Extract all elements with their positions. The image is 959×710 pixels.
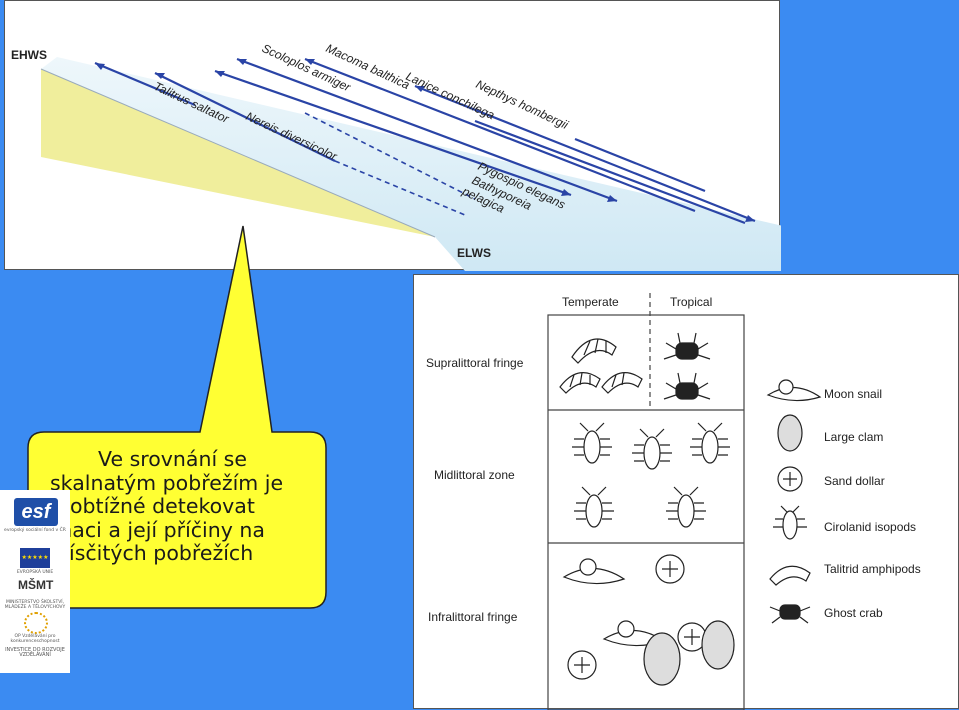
range-scoloplos [214,69,572,197]
legend-ghost-crab: Ghost crab [824,606,883,620]
large-clam-icon [701,620,735,670]
range-nereis [154,72,336,162]
cirolanid-isopod-icon [666,486,706,528]
legend-sand-dollar: Sand dollar [824,474,885,488]
large-clam-icon [777,414,803,452]
range-nepthys [414,84,756,223]
zonation-diagram: Temperate Tropical Supralittoral fringe … [413,274,959,710]
talitrid-amphipod-icon [571,338,617,364]
beach-profile-svg: EHWS ELWS Talitrus saltator Nereis diver… [11,41,781,271]
ghost-crab-icon [663,372,711,400]
msmt-logo: MŠMT [18,578,54,592]
callout-line: skalnatým pobřežím je [50,470,284,495]
callout-line: písčitých pobřežích [56,541,254,565]
zone-infralittoral: Infralittoral fringe [428,610,518,624]
callout-text: Ve srovnání se skalnatým pobřežím je obt… [30,448,330,598]
moon-snail-icon [562,558,626,585]
range-talitrus [94,61,196,107]
cirolanid-isopod-icon [632,428,672,470]
elws-label: ELWS [457,246,491,260]
ehws-label: EHWS [11,48,47,62]
callout-line: Ve srovnání se [98,448,247,471]
label-lanice: Lanice conchilega [404,69,497,122]
beach-profile-diagram: EHWS ELWS Talitrus saltator Nereis diver… [4,0,781,271]
ghost-crab-icon [663,332,711,360]
talitrid-amphipod-icon [601,372,643,394]
sand-dollar-icon [567,650,597,680]
ghost-crab-icon [769,604,811,624]
large-clam-icon [643,632,681,686]
moon-snail-icon [766,379,822,402]
range-lanice [304,57,696,213]
op-caption: OP Vzdělávání pro konkurenceschopnost [10,634,60,644]
esf-logo: esf [14,498,58,526]
legend-talitrid-amphipods: Talitrid amphipods [824,562,921,576]
sand-dollar-icon [677,622,707,652]
range-dashed-1 [334,160,466,216]
talitrid-amphipod-icon [769,565,811,586]
op-logo-icon [24,612,48,634]
esf-caption: evropský sociální fond v ČR [4,528,66,533]
zone-midlittoral: Midlittoral zone [434,468,515,482]
msmt-caption: MINISTERSTVO ŠKOLSTVÍ, MLÁDEŽE A TĚLOVÝC… [4,600,66,610]
cirolanid-isopod-icon [574,486,614,528]
talitrid-amphipod-icon [559,372,601,394]
column-tropical: Tropical [670,295,712,309]
range-dashed-2 [304,112,476,200]
cirolanid-isopod-icon [773,505,807,540]
sand-dollar-icon [655,554,685,584]
label-nepthys: Nepthys hombergii [474,77,571,132]
callout-line: obtížné detekovat [70,494,255,518]
eu-caption: EVROPSKÁ UNIE [16,570,54,575]
investice-caption: INVESTICE DO ROZVOJE VZDĚLÁVÁNÍ [5,647,65,658]
cirolanid-isopod-icon [572,422,612,464]
legend-moon-snail: Moon snail [824,387,882,401]
eu-flag-icon: ★★★★★ [20,548,50,568]
sand-dollar-icon [777,466,803,492]
column-temperate: Temperate [562,295,619,309]
zone-supralittoral: Supralittoral fringe [426,356,524,370]
cirolanid-isopod-icon [690,422,730,464]
zonation-grid [547,314,745,710]
callout-line: zonaci a její příčiny na [36,517,265,542]
zonation-svg: Temperate Tropical Supralittoral fringe … [426,293,921,710]
legend-large-clam: Large clam [824,430,883,444]
water-surface [41,57,781,271]
range-macoma [236,57,618,203]
legend-cirolanid-isopods: Cirolanid isopods [824,520,916,534]
sponsor-logos: esf evropský sociální fond v ČR ★★★★★ EV… [0,490,70,673]
